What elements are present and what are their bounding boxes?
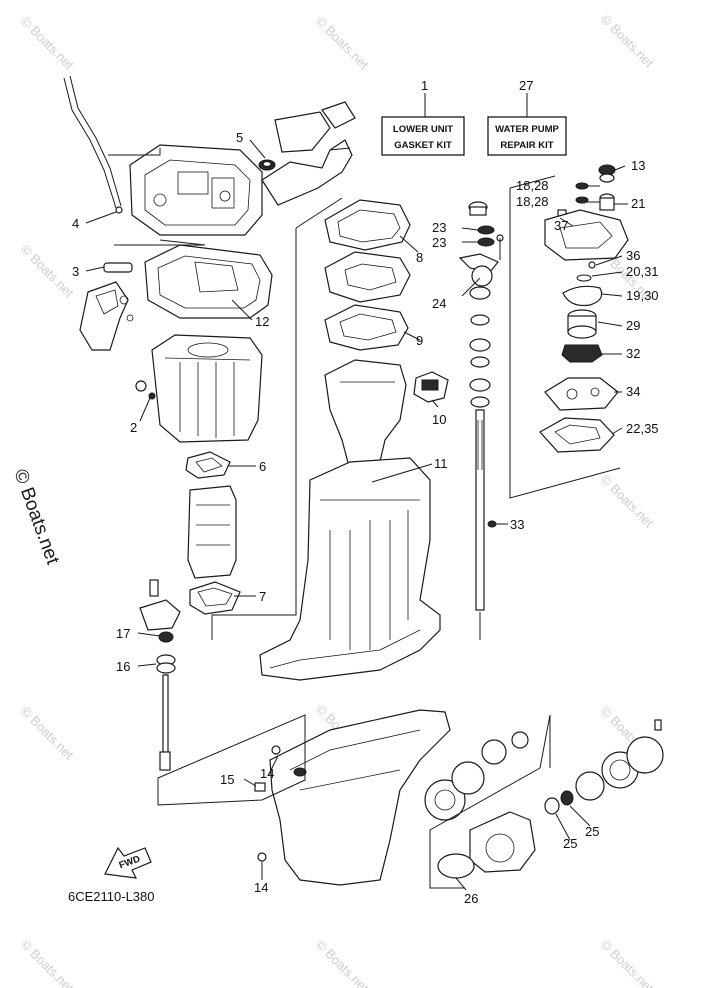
- part-label-18b: 18,28: [516, 194, 549, 209]
- part-label-7: 7: [259, 589, 266, 604]
- kit-label-line1: LOWER UNIT: [393, 124, 453, 135]
- part-label-5: 5: [236, 130, 243, 145]
- kit-label-line2: GASKET KIT: [394, 140, 452, 151]
- lower-unit-gasket-kit-box: LOWER UNIT GASKET KIT: [381, 93, 465, 156]
- watermark: © Boats.net: [18, 242, 77, 301]
- part-label-13: 13: [631, 158, 645, 173]
- watermark: © Boats.net: [313, 14, 372, 73]
- watermark: © Boats.net: [598, 937, 657, 988]
- watermark: © Boats.net: [313, 937, 372, 988]
- gearcase-drawing: [254, 709, 664, 886]
- diagram-code: 6CE2110-L380: [68, 889, 155, 904]
- part-label-36: 36: [626, 248, 640, 263]
- shift-rod-drawing: [139, 579, 181, 771]
- part-label-25a: 25: [585, 824, 599, 839]
- part-label-19: 19,30: [626, 288, 659, 303]
- part-label-37: 37: [554, 218, 568, 233]
- water-pump-drawing: [539, 164, 629, 453]
- water-pump-repair-kit-box: WATER PUMP REPAIR KIT: [487, 93, 567, 156]
- part-label-33: 33: [510, 517, 524, 532]
- part-label-27: 27: [519, 78, 533, 93]
- kit-label-line1: WATER PUMP: [495, 124, 559, 135]
- part-label-21: 21: [631, 196, 645, 211]
- leader-lines: [85, 139, 628, 891]
- part-label-11: 11: [434, 456, 448, 471]
- watermark-large: © Boats.net: [9, 467, 63, 568]
- part-label-17: 17: [116, 626, 130, 641]
- kit-label-line2: REPAIR KIT: [500, 140, 553, 151]
- group-outlines: [108, 148, 621, 889]
- part-label-4: 4: [72, 216, 79, 231]
- part-label-26: 26: [464, 891, 478, 906]
- part-label-23a: 23: [432, 220, 446, 235]
- watermark: © Boats.net: [18, 704, 77, 763]
- part-label-3: 3: [72, 264, 79, 279]
- part-label-24: 24: [432, 296, 446, 311]
- drive-shaft-drawing: [458, 201, 504, 611]
- part-label-23b: 23: [432, 235, 446, 250]
- part-label-29: 29: [626, 318, 640, 333]
- part-label-25b: 25: [563, 836, 577, 851]
- upper-assembly-drawing: [63, 75, 356, 615]
- part-label-10: 10: [432, 412, 446, 427]
- center-assembly-drawing: [259, 199, 449, 681]
- part-label-15: 15: [220, 772, 234, 787]
- part-label-32: 32: [626, 346, 640, 361]
- part-label-18a: 18,28: [516, 178, 549, 193]
- part-label-1: 1: [421, 78, 428, 93]
- part-label-6: 6: [259, 459, 266, 474]
- part-label-2: 2: [130, 420, 137, 435]
- watermark: © Boats.net: [598, 12, 657, 71]
- part-label-34: 34: [626, 384, 640, 399]
- watermark: © Boats.net: [598, 472, 657, 531]
- part-label-22: 22,35: [626, 421, 659, 436]
- part-label-8: 8: [416, 250, 423, 265]
- part-label-16: 16: [116, 659, 130, 674]
- watermark: © Boats.net: [18, 937, 77, 988]
- part-label-9: 9: [416, 333, 423, 348]
- fwd-arrow: FWD: [104, 846, 152, 879]
- part-label-14b: 14: [254, 880, 268, 895]
- part-label-12: 12: [255, 314, 269, 329]
- part-label-14a: 14: [260, 766, 274, 781]
- part-labels: 1 27 5 4 3 12 2 6 7 8 9 10 11 23 23 24 3…: [72, 78, 659, 906]
- part-label-20: 20,31: [626, 264, 659, 279]
- watermark: © Boats.net: [18, 14, 77, 73]
